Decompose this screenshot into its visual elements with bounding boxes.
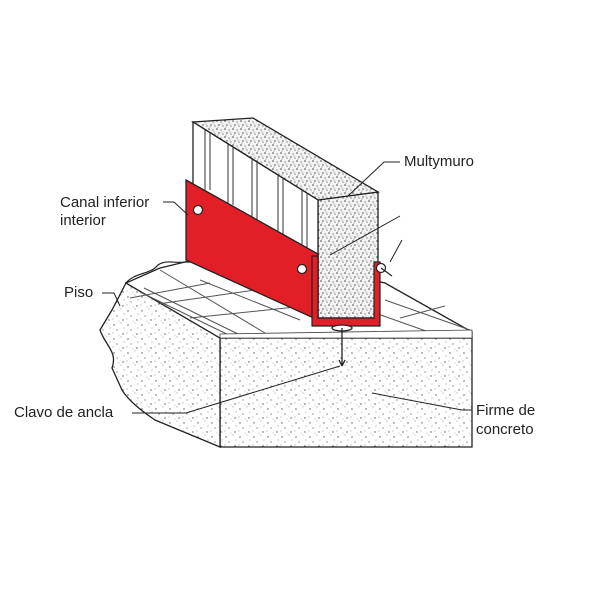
label-firme-de-concreto: Firme de <box>476 402 536 419</box>
label-firme-de-concreto-line2: concreto <box>476 421 534 438</box>
label-canal-inferior: Canal inferior <box>60 194 150 211</box>
label-multymuro: Multymuro <box>404 153 475 170</box>
wall-panel-ribs <box>204 130 308 255</box>
slab-left-face <box>99 282 221 448</box>
label-piso: Piso <box>64 284 94 301</box>
screw-fasteners <box>192 204 393 277</box>
floor-back-edge <box>125 259 191 284</box>
label-clavo-de-ancla: Clavo de ancla <box>14 404 114 421</box>
floor-edge-strip <box>219 329 473 339</box>
label-canal-inferior-line2: interior <box>60 212 106 229</box>
anchor-nail <box>331 324 353 367</box>
wall-panel-front <box>317 191 379 319</box>
leader-lines <box>102 161 472 414</box>
slab-front-face <box>219 337 473 448</box>
